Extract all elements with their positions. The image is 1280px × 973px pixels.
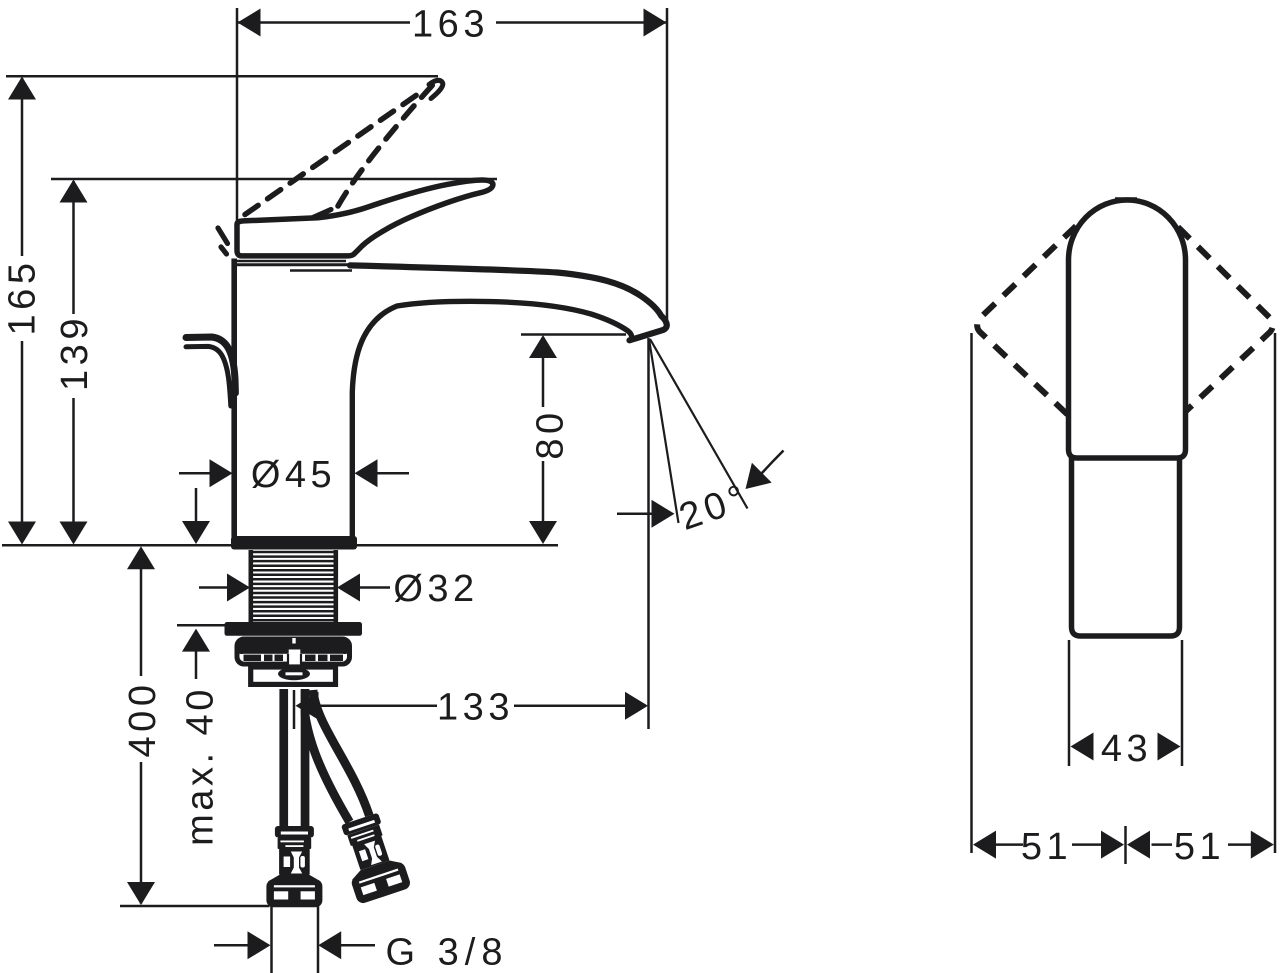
svg-text:139: 139 — [54, 314, 96, 391]
svg-text:43: 43 — [1101, 728, 1152, 770]
svg-text:51: 51 — [1021, 826, 1072, 868]
svg-text:Ø45: Ø45 — [251, 454, 336, 496]
svg-text:Ø32: Ø32 — [393, 568, 478, 610]
svg-text:400: 400 — [122, 681, 164, 758]
svg-text:G 3/8: G 3/8 — [386, 932, 509, 973]
svg-text:80: 80 — [530, 408, 572, 459]
svg-text:165: 165 — [2, 259, 44, 336]
svg-text:133: 133 — [437, 686, 514, 728]
svg-text:163: 163 — [412, 3, 489, 45]
svg-text:max. 40: max. 40 — [180, 686, 222, 846]
svg-text:51: 51 — [1174, 826, 1225, 868]
